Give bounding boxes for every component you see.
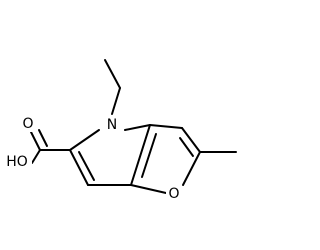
bond-c3-c2 [181, 127, 201, 153]
bond-c4-c5-double [78, 151, 95, 181]
structure-canvas: N O O HO [6, 59, 237, 202]
bond-c6a-c3a [130, 124, 151, 186]
bond-c4-c5 [69, 149, 89, 186]
bond-c3a-c3 [149, 124, 183, 129]
bond-o-c2 [182, 151, 201, 186]
bond-c-oh [31, 149, 41, 164]
bond-c3-c2-double [179, 137, 194, 157]
bond-c-o-carbonyl [30, 131, 41, 151]
bond-c-o-carbonyl-double [38, 129, 48, 147]
bond-ethyl-ch3-ch2 [104, 59, 121, 89]
atom-hydroxyl-label: HO [6, 154, 28, 170]
bond-c6a-o [130, 184, 167, 194]
bond-c6a-c3a-double [141, 133, 157, 178]
bond-n-c3a [124, 124, 151, 131]
atom-o-ring-label: O [168, 186, 179, 202]
molecule-diagram: N O O HO [6, 59, 237, 202]
bond-ethyl-ch2-n [111, 87, 121, 115]
atom-o-carbonyl-label: O [22, 116, 33, 132]
bond-n-c4 [69, 129, 100, 151]
atom-n-label: N [107, 117, 117, 133]
